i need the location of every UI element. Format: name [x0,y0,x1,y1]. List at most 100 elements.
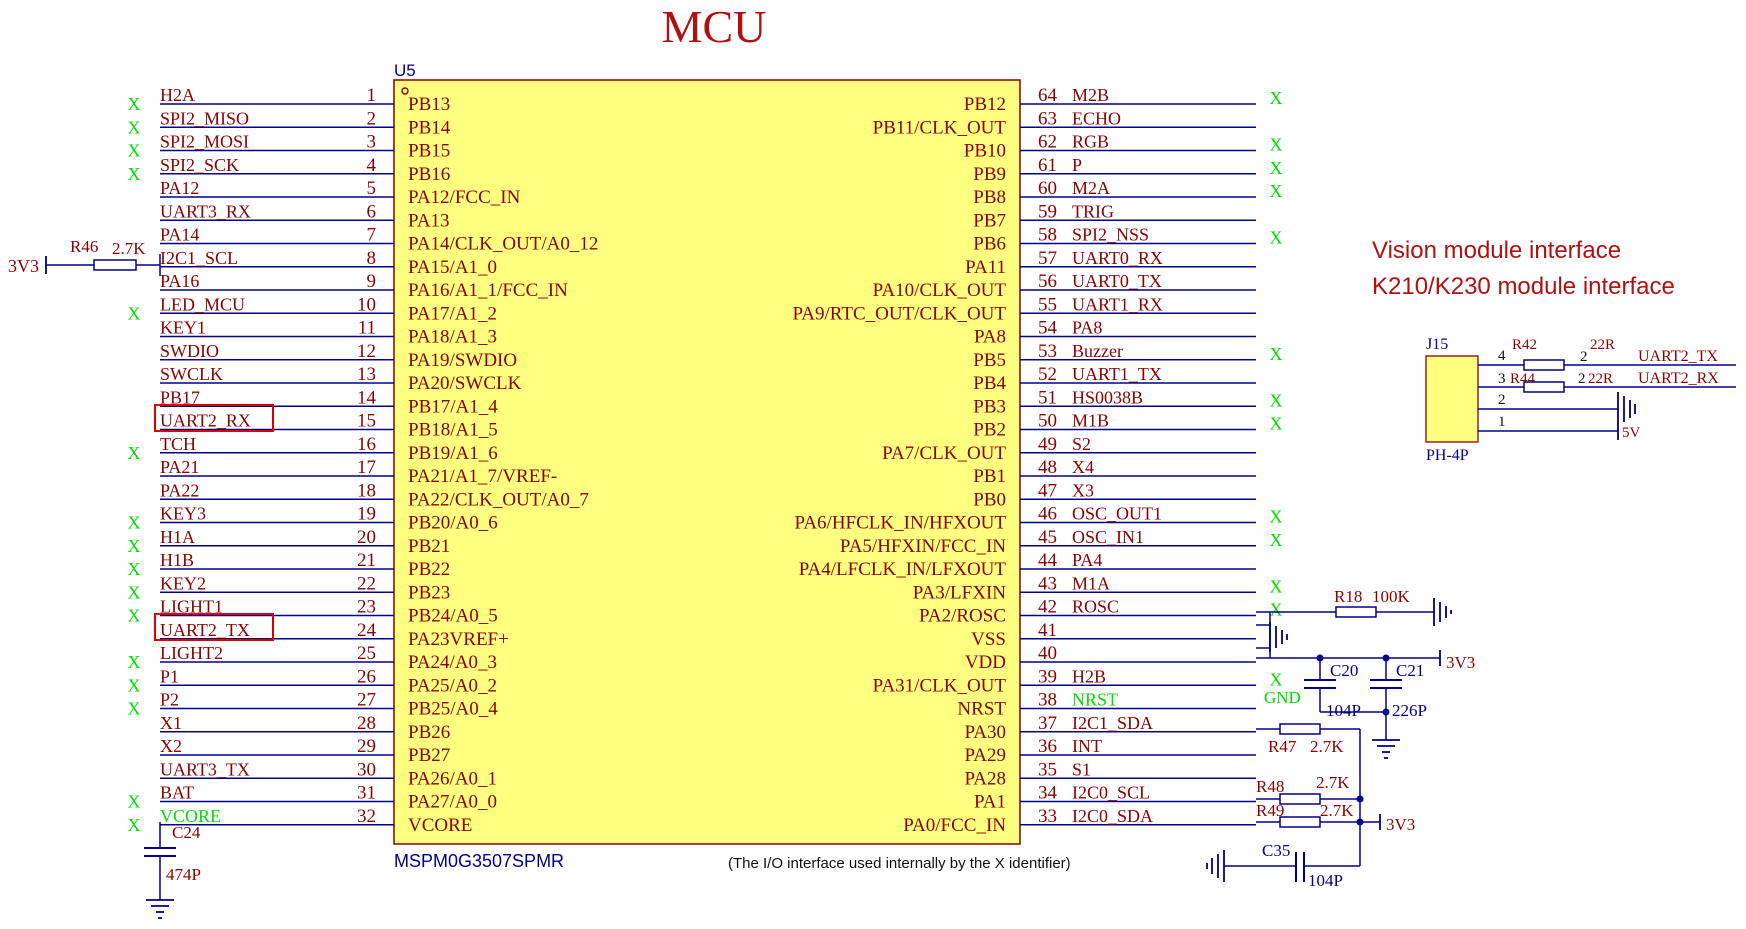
right-net-label: UART0_RX [1072,248,1163,268]
left-pin-function: PA13 [408,210,450,231]
right-pin-number: 46 [1038,504,1057,525]
no-connect-x-mark: X [1270,158,1283,178]
left-pin-function: PA12/FCC_IN [408,187,521,208]
right-pin-function: PA2/ROSC [919,606,1006,627]
gnd-label: GND [1264,688,1301,707]
left-net-label: UART3_TX [160,759,250,779]
left-pin-function: PA25/A0_2 [408,675,497,696]
r42-pin2: 2 [1580,349,1588,365]
vdd-decoupling: C20 104P C21 226P 3V3 GND [1256,650,1475,759]
left-net-label: PA22 [160,480,199,500]
right-net-label: I2C0_SDA [1072,806,1153,826]
right-pin-function: PA28 [964,768,1006,789]
right-pin-number: 58 [1038,225,1057,246]
left-net-label: PA16 [160,271,199,291]
right-pin-function: VDD [965,652,1006,673]
right-net-label: S1 [1072,759,1091,779]
r46-resistor [93,259,137,271]
left-net-label: SPI2_MOSI [160,132,249,152]
right-pin-function: PA29 [964,745,1006,766]
right-pin-number: 41 [1038,620,1057,641]
left-pin-function: PA26/A0_1 [408,768,497,789]
right-pin-number: 56 [1038,271,1057,292]
right-net-label: OSC_IN1 [1072,527,1144,547]
r46-label: R46 [70,237,98,256]
left-pin-number: 3 [367,132,377,153]
j15-connector [1425,355,1479,443]
left-pin-number: 11 [358,318,376,339]
left-pin-function: VCORE [408,815,472,836]
left-net-label: P1 [160,666,179,686]
no-connect-x-mark: X [128,652,141,672]
x-identifier-note: (The I/O interface used internally by th… [728,855,1071,872]
right-net-label: HS0038B [1072,387,1143,407]
left-net-label: X1 [160,713,182,733]
right-pin-function: PA0/FCC_IN [903,815,1006,836]
right-net-label: UART0_TX [1072,271,1162,291]
no-connect-x-mark: X [1270,228,1283,248]
right-pin-number: 59 [1038,201,1057,222]
left-pin-number: 1 [367,85,377,106]
net-3v3-label-vdd: 3V3 [1446,653,1475,672]
v5-label: 5V [1622,425,1641,441]
uart2-tx-highlight [154,613,274,641]
left-pin-number: 22 [357,573,376,594]
c21-label: C21 [1396,661,1424,680]
c35-value: 104P [1308,871,1343,890]
no-connect-x-mark: X [128,815,141,835]
left-pin-function: PA24/A0_3 [408,652,497,673]
uart2-rx-net: UART2_RX [1638,370,1719,387]
left-pin-number: 21 [357,550,376,571]
chip-ref: U5 [394,61,416,80]
no-connect-x-mark: X [1270,530,1283,550]
left-net-label: SWDIO [160,341,219,361]
left-pin-function: PB14 [408,117,451,138]
pin1-marker [401,87,409,95]
right-pin-number: 38 [1038,690,1057,711]
r48-value: 2.7K [1316,773,1350,792]
right-pin-number: 45 [1038,527,1057,548]
right-pin-function: NRST [957,699,1006,720]
r46-value: 2.7K [112,239,146,258]
left-pin-number: 14 [357,387,377,408]
right-net-label: ECHO [1072,108,1121,128]
right-pin-number: 37 [1038,713,1057,734]
left-pin-function: PB26 [408,722,450,743]
vision-title-line2: K210/K230 module interface [1372,273,1675,300]
no-connect-x-mark: X [128,117,141,137]
right-pin-function: PB0 [973,489,1006,510]
r18-value: 100K [1372,587,1411,606]
right-net-label: PA8 [1072,318,1102,338]
left-pin-function: PB23 [408,582,450,603]
c24-circuit: C24 474P [144,822,201,919]
left-pin-function: PA15/A1_0 [408,257,497,278]
left-pin-number: 10 [357,294,376,315]
no-connect-x-mark: X [1270,135,1283,155]
left-pin-number: 12 [357,341,376,362]
no-connect-x-mark: X [128,303,141,323]
left-net-label: H1B [160,550,194,570]
no-connect-x-mark: X [1270,390,1283,410]
left-pin-number: 28 [357,713,376,734]
left-pin-function: PA14/CLK_OUT/A0_12 [408,234,598,255]
right-pin-number: 44 [1038,550,1058,571]
right-net-label: X4 [1072,457,1094,477]
chip-body [393,79,1021,845]
left-net-label: KEY3 [160,504,206,524]
c21-value: 226P [1392,701,1427,720]
left-net-label: SWCLK [160,364,223,384]
left-pin-number: 19 [357,504,376,525]
vss-ground [1256,612,1288,658]
right-pin-number: 48 [1038,457,1057,478]
left-pin-number: 2 [367,108,377,129]
right-net-label: INT [1072,736,1102,756]
no-connect-x-mark: X [128,94,141,114]
right-pin-function: PB10 [964,141,1006,162]
right-pin-function: PA9/RTC_OUT/CLK_OUT [792,303,1006,324]
left-pin-function: PB17/A1_4 [408,396,498,417]
left-pin-number: 5 [367,178,377,199]
right-pin-number: 57 [1038,248,1057,269]
left-pin-number: 7 [367,225,377,246]
no-connect-x-mark: X [128,164,141,184]
